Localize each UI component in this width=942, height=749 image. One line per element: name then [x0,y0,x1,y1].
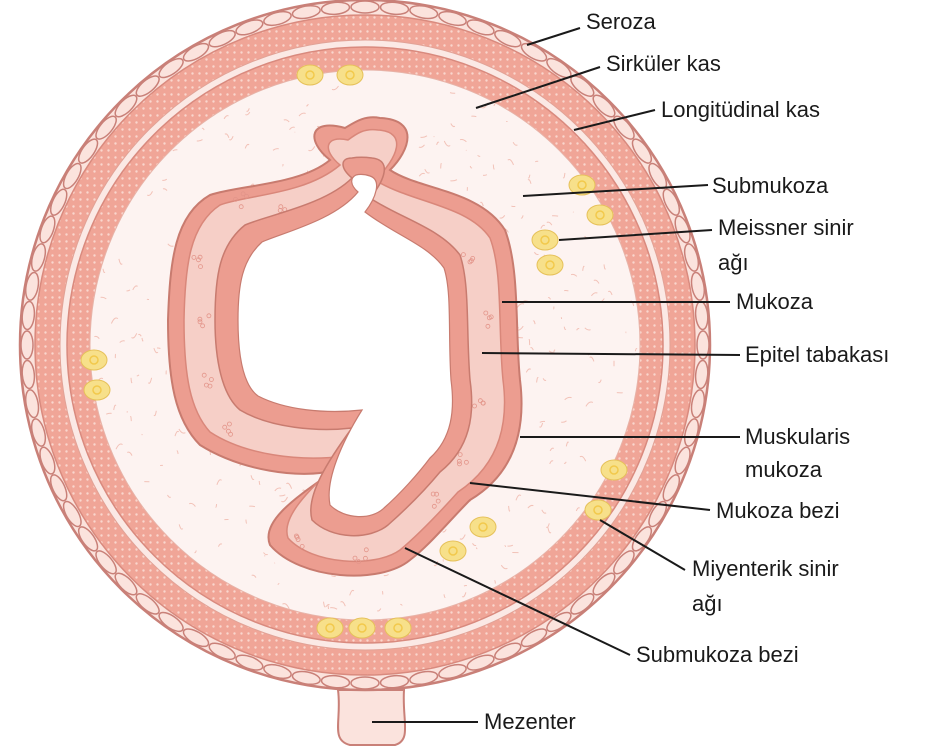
ganglion [297,65,323,85]
label-submukoza: Submukoza [712,172,828,200]
ganglion [385,618,411,638]
serosa-cell [351,677,379,689]
ganglion [537,255,563,275]
ganglion [317,618,343,638]
fiber [249,506,255,507]
fiber [441,163,442,168]
ganglion [585,500,611,520]
label-mukoza: Mukoza [736,288,813,316]
label-miyenterik-line1: Miyenterik sinir [692,555,839,583]
fiber [464,586,467,587]
leader-seroza [527,28,580,45]
label-sirkuler-kas: Sirküler kas [606,50,721,78]
label-longitudinal-kas: Longitüdinal kas [661,96,820,124]
label-muskularis-line2: mukoza [745,456,822,484]
ganglion [587,205,613,225]
fiber [157,348,160,349]
mesentery [338,690,405,745]
ganglion [440,541,466,561]
label-muskularis-line1: Muskularis [745,423,850,451]
ganglion [84,380,110,400]
label-seroza: Seroza [586,8,656,36]
ganglion [81,350,107,370]
label-submukoza-bezi: Submukoza bezi [636,641,799,669]
label-meissner-line2: ağı [718,249,749,277]
serosa-cell [351,1,379,13]
label-epitel: Epitel tabakası [745,341,889,369]
ganglion [349,618,375,638]
label-mukoza-bezi: Mukoza bezi [716,497,840,525]
ganglion [337,65,363,85]
serosa-cell [21,331,33,359]
label-miyenterik-line2: ağı [692,590,723,618]
ganglion [470,517,496,537]
ganglion [532,230,558,250]
ganglion [601,460,627,480]
fiber [529,340,530,346]
label-mezenter: Mezenter [484,708,576,736]
label-meissner-line1: Meissner sinir [718,214,854,242]
